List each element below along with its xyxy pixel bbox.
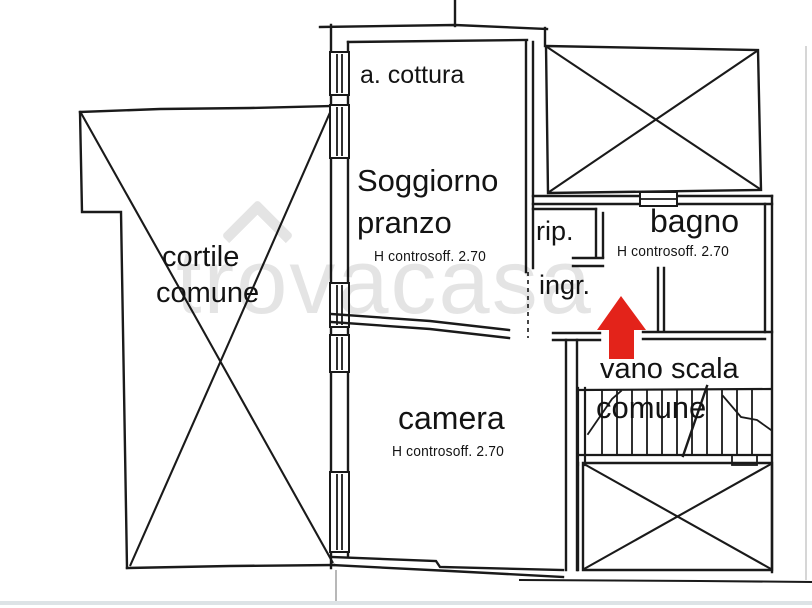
label-cortile-line1: cortile — [162, 241, 240, 273]
bottom-right-x-room — [576, 461, 774, 572]
watermark-text-prefix: tr — [176, 231, 237, 333]
label-camera: camera — [398, 400, 505, 436]
entrance-arrow-icon — [597, 296, 646, 359]
label-soggiorno-height: H controsoff. 2.70 — [374, 248, 486, 265]
label-soggiorno-line2: pranzo — [357, 205, 452, 240]
courtyard-x-mark — [80, 107, 334, 567]
label-ingresso: ingr. — [539, 270, 591, 300]
label-soggiorno-line1: Soggiorno — [357, 163, 499, 198]
label-cortile-line2: comune — [156, 277, 260, 309]
label-bagno: bagno — [650, 203, 739, 239]
watermark-text-o: o — [236, 231, 290, 333]
bagno-window — [639, 191, 678, 207]
label-ripostiglio: rip. — [536, 216, 574, 246]
staircase — [576, 384, 773, 467]
label-bagno-height: H controsoff. 2.70 — [617, 243, 729, 260]
courtyard-outline — [78, 104, 336, 570]
watermark-text-suffix: vacasa — [289, 231, 593, 333]
faint-edges — [335, 46, 807, 601]
label-vano-scala-line1: vano scala — [600, 353, 739, 385]
label-angolo-cottura: a. cottura — [360, 61, 465, 89]
top-right-x-room — [544, 44, 763, 195]
bottom-border-band — [0, 601, 812, 605]
label-camera-height: H controsoff. 2.70 — [392, 443, 504, 460]
label-vano-scala-line2: comune — [596, 390, 707, 425]
